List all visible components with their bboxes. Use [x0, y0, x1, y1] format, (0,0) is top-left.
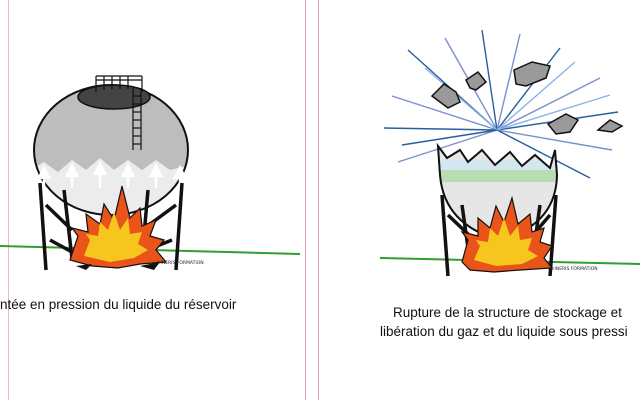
explosion-blast-rays: [383, 29, 619, 179]
left-caption: ntée en pression du liquide du réservoir: [0, 297, 237, 312]
right-caption-line1: Rupture de la structure de stockage et: [393, 305, 622, 320]
flying-debris: [430, 61, 624, 135]
left-illustration: ©INERIS FORMATION: [0, 75, 301, 271]
fire-flames-right: [460, 195, 554, 273]
center-divider-line: [305, 0, 306, 400]
left-margin-line: [8, 0, 9, 400]
pressure-arrows: [36, 160, 188, 188]
credit-text-left: ©INERIS FORMATION: [156, 259, 204, 266]
ladder: [132, 88, 142, 150]
right-caption-line2: libération du gaz et du liquide sous pre…: [380, 324, 628, 339]
fire-flames: [69, 185, 168, 270]
spherical-tank: [33, 75, 189, 216]
manhole-cover: [77, 84, 151, 110]
top-railing: [95, 75, 143, 92]
center-divider-line-2: [318, 0, 319, 400]
right-illustration: ©INERIS FORMATION: [379, 29, 640, 277]
support-legs: [38, 182, 184, 271]
credit-text-right: ©INERIS FORMATION: [550, 265, 598, 272]
